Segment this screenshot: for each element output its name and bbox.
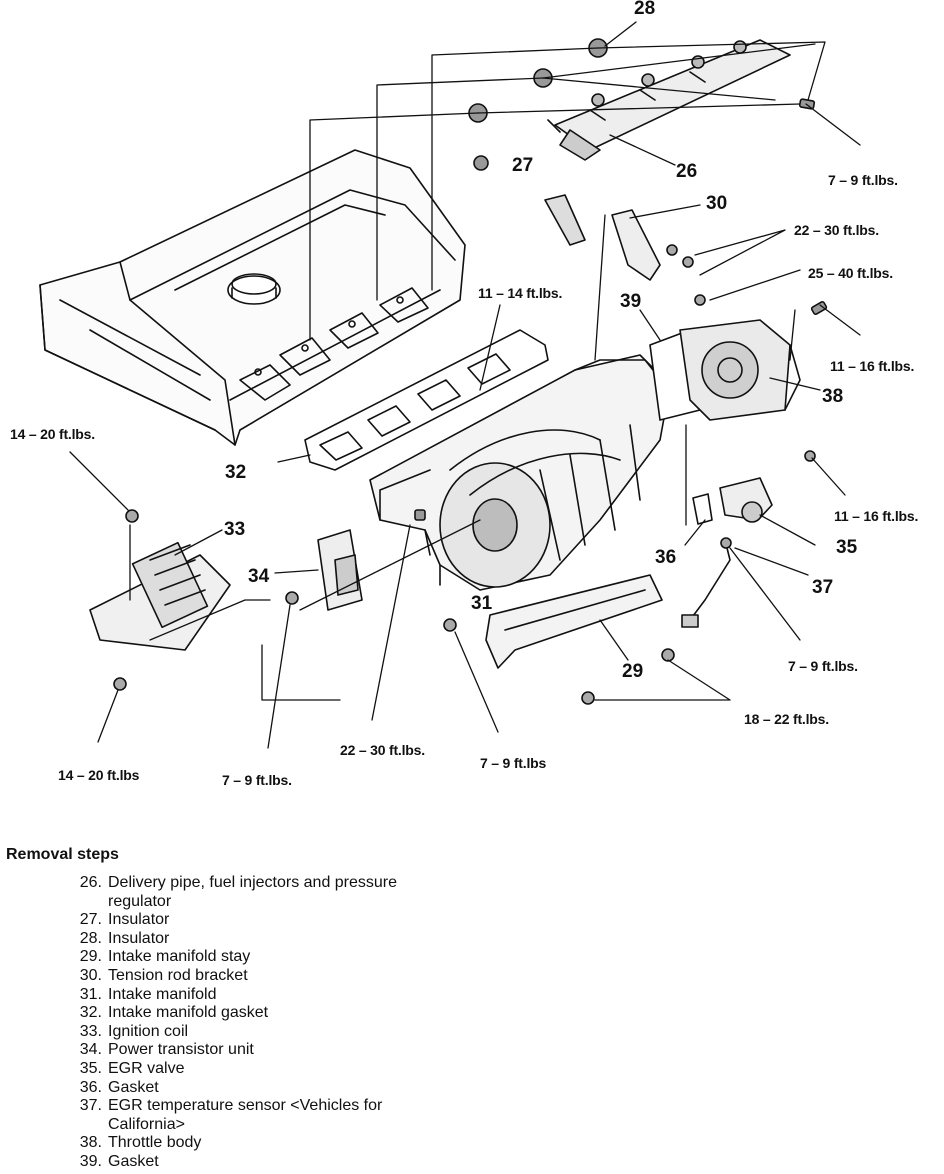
- callout-36: 36: [655, 547, 677, 568]
- removal-step-text: Gasket: [108, 1152, 159, 1170]
- removal-step-text: Insulator: [108, 911, 170, 929]
- removal-steps: Removal steps 26. Delivery pipe, fuel inj…: [6, 846, 606, 1172]
- removal-step-text: Gasket: [108, 1078, 159, 1096]
- callout-37: 37: [812, 577, 834, 598]
- removal-step-number: 33.: [79, 1022, 102, 1040]
- torque-label: 18 – 22 ft.lbs.: [744, 711, 829, 727]
- callout-38: 38: [822, 386, 844, 407]
- torque-label: 7 – 9 ft.lbs: [480, 755, 547, 771]
- callout-35: 35: [836, 537, 858, 558]
- removal-step: 29. Intake manifold stay: [62, 948, 606, 967]
- removal-step: 35. EGR valve: [62, 1060, 606, 1079]
- removal-step-number: 36.: [79, 1078, 102, 1096]
- removal-step-number: 26.: [79, 874, 102, 891]
- intake-manifold-gasket-part: [304, 329, 549, 471]
- removal-step-text: Power transistor unit: [108, 1041, 254, 1059]
- torque-label: 14 – 20 ft.lbs: [58, 767, 140, 783]
- callout-32: 32: [225, 462, 247, 483]
- removal-step-number: 31.: [79, 985, 102, 1003]
- removal-step-number: 37.: [79, 1097, 102, 1115]
- delivery-pipe-part: [547, 39, 791, 161]
- torque-label: 11 – 14 ft.lbs.: [478, 285, 563, 301]
- callout-28: 28: [634, 0, 656, 19]
- removal-step: 26. Delivery pipe, fuel injectors and pre…: [62, 874, 606, 911]
- removal-steps-list: 26. Delivery pipe, fuel injectors and pre…: [6, 874, 606, 1172]
- callout-39: 39: [620, 291, 642, 312]
- throttle-body-part: [649, 319, 801, 421]
- removal-step-text: EGR valve: [108, 1059, 185, 1077]
- tension-rod-bracket-part: [544, 194, 706, 306]
- removal-step: 38. Throttle body: [62, 1134, 606, 1153]
- removal-step-number: 30.: [79, 966, 102, 984]
- torque-label: 11 – 16 ft.lbs.: [834, 508, 919, 524]
- torque-label: 7 – 9 ft.lbs.: [828, 172, 898, 188]
- removal-step-text: Insulator: [108, 929, 170, 947]
- torque-label: 7 – 9 ft.lbs.: [222, 772, 292, 788]
- removal-step-text: Intake manifold: [108, 985, 217, 1003]
- torque-label: 11 – 16 ft.lbs.: [830, 358, 915, 374]
- torque-label: 7 – 9 ft.lbs.: [788, 658, 858, 674]
- removal-step: 39. Gasket: [62, 1153, 606, 1172]
- removal-step-number: 39.: [79, 1152, 102, 1170]
- callout-27: 27: [512, 155, 534, 176]
- removal-step-number: 38.: [79, 1134, 102, 1152]
- removal-step-number: 28.: [79, 929, 102, 947]
- removal-step: 31. Intake manifold: [62, 986, 606, 1005]
- removal-step-text: Intake manifold gasket: [108, 1004, 269, 1022]
- callout-34: 34: [248, 566, 270, 587]
- callout-33: 33: [224, 519, 246, 540]
- removal-step-number: 34.: [79, 1041, 102, 1059]
- intake-manifold-part: [369, 354, 671, 591]
- removal-step: 30. Tension rod bracket: [62, 967, 606, 986]
- removal-step: 28. Insulator: [62, 930, 606, 949]
- egr-valve-part: [681, 450, 816, 628]
- torque-label: 14 – 20 ft.lbs.: [10, 426, 95, 442]
- removal-step: 32. Intake manifold gasket: [62, 1004, 606, 1023]
- removal-step-number: 32.: [79, 1004, 102, 1022]
- removal-step-text: EGR temperature sensor <Vehicles for Cal…: [108, 1097, 383, 1133]
- removal-step: 27. Insulator: [62, 911, 606, 930]
- removal-step-text: Tension rod bracket: [108, 966, 248, 984]
- removal-step-text: Ignition coil: [108, 1022, 189, 1040]
- removal-step: 37. EGR temperature sensor <Vehicles for …: [62, 1097, 606, 1134]
- manifold-stay-part: [485, 574, 675, 705]
- power-transistor-part: [285, 529, 457, 632]
- removal-step-number: 27.: [79, 911, 102, 929]
- ignition-coil-part: [89, 509, 231, 691]
- removal-step: 36. Gasket: [62, 1079, 606, 1098]
- removal-step-text: Throttle body: [108, 1134, 202, 1152]
- removal-step: 34. Power transistor unit: [62, 1041, 606, 1060]
- removal-step-text: Intake manifold stay: [108, 948, 251, 966]
- removal-step: 33. Ignition coil: [62, 1023, 606, 1042]
- leader-lines: [69, 21, 861, 749]
- removal-step-text: Delivery pipe, fuel injectors and pressu…: [108, 874, 398, 910]
- callout-26: 26: [676, 161, 698, 182]
- callout-29: 29: [622, 661, 644, 682]
- callout-31: 31: [471, 593, 493, 614]
- callout-30: 30: [706, 193, 728, 214]
- removal-step-number: 35.: [79, 1059, 102, 1077]
- cylinder-head-cover: [39, 149, 466, 446]
- exploded-intake-diagram: [39, 21, 861, 749]
- torque-label: 22 – 30 ft.lbs.: [340, 742, 425, 758]
- torque-label: 22 – 30 ft.lbs.: [794, 222, 879, 238]
- removal-step-number: 29.: [79, 948, 102, 966]
- removal-steps-title: Removal steps: [6, 846, 119, 863]
- torque-label: 25 – 40 ft.lbs.: [808, 265, 893, 281]
